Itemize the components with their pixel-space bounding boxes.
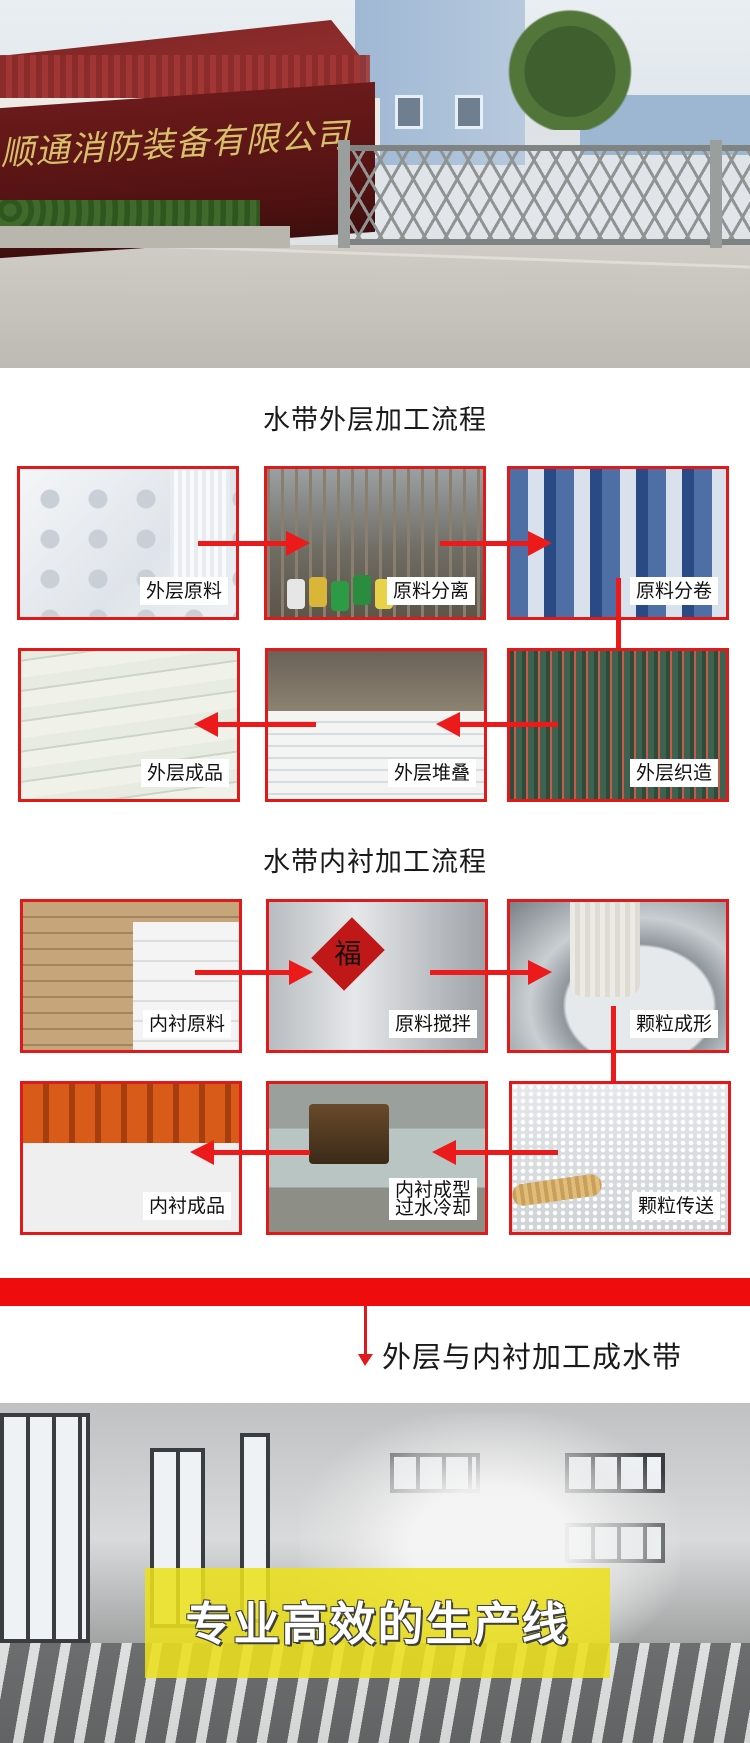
office-building [355,0,525,165]
step-label: 外层成品 [140,759,229,787]
step-label: 内衬成品 [142,1192,231,1220]
step-inner-finished: 内衬成品 [20,1081,242,1235]
step-label: 内衬成型 过水冷却 [388,1178,477,1220]
tree [500,0,640,130]
arrow-down-icon [601,1006,626,1110]
gate-post [338,140,350,248]
arrow-right-icon [440,531,552,556]
arrow-left-icon [194,712,316,737]
red-divider-band [0,1278,750,1306]
step-label: 外层原料 [139,577,228,605]
arrow-left-icon [436,712,558,737]
step-label: 原料分卷 [629,577,718,605]
step-pellet-forming: 颗粒成形 [507,899,729,1053]
arrow-down-icon [358,1306,373,1366]
step-label: 外层堆叠 [387,759,476,787]
curb [0,226,290,248]
step-inner-raw-material: 内衬原料 [20,899,242,1053]
step-label: 颗粒传送 [631,1192,720,1220]
step-label: 原料搅拌 [388,1010,477,1038]
arrow-left-icon [190,1140,310,1165]
arrow-right-icon [430,960,552,985]
raw-sacks-photo [23,902,239,1050]
ground [0,245,750,368]
production-line-photo: 专业高效的生产线 [0,1403,750,1743]
inner-process-title: 水带内衬加工流程 [263,847,487,878]
combine-caption: 外层与内衬加工成水带 [382,1340,683,1374]
factory-gate-photo: 顺通消防装备有限公司 [0,0,750,368]
banner-background [145,1568,610,1678]
step-label-line: 过水冷却 [394,1197,471,1219]
outer-process-title: 水带外层加工流程 [263,405,487,436]
gate-post [710,140,722,248]
sliding-gate [340,145,750,245]
arrow-left-icon [432,1140,558,1165]
production-line-banner: 专业高效的生产线 [185,1597,570,1651]
hedge [0,200,260,228]
step-label: 内衬原料 [142,1010,231,1038]
step-label-line: 内衬成型 [394,1179,471,1201]
step-label: 外层织造 [629,759,718,787]
step-pellet-conveying: 颗粒传送 [509,1081,731,1235]
window [395,95,423,129]
step-label: 原料分离 [386,577,475,605]
arrow-right-icon [198,531,310,556]
arrow-right-icon [195,960,313,985]
fu-sign: 福 [311,917,385,991]
window [0,1413,90,1643]
step-label: 颗粒成形 [629,1010,718,1038]
window [455,95,483,129]
